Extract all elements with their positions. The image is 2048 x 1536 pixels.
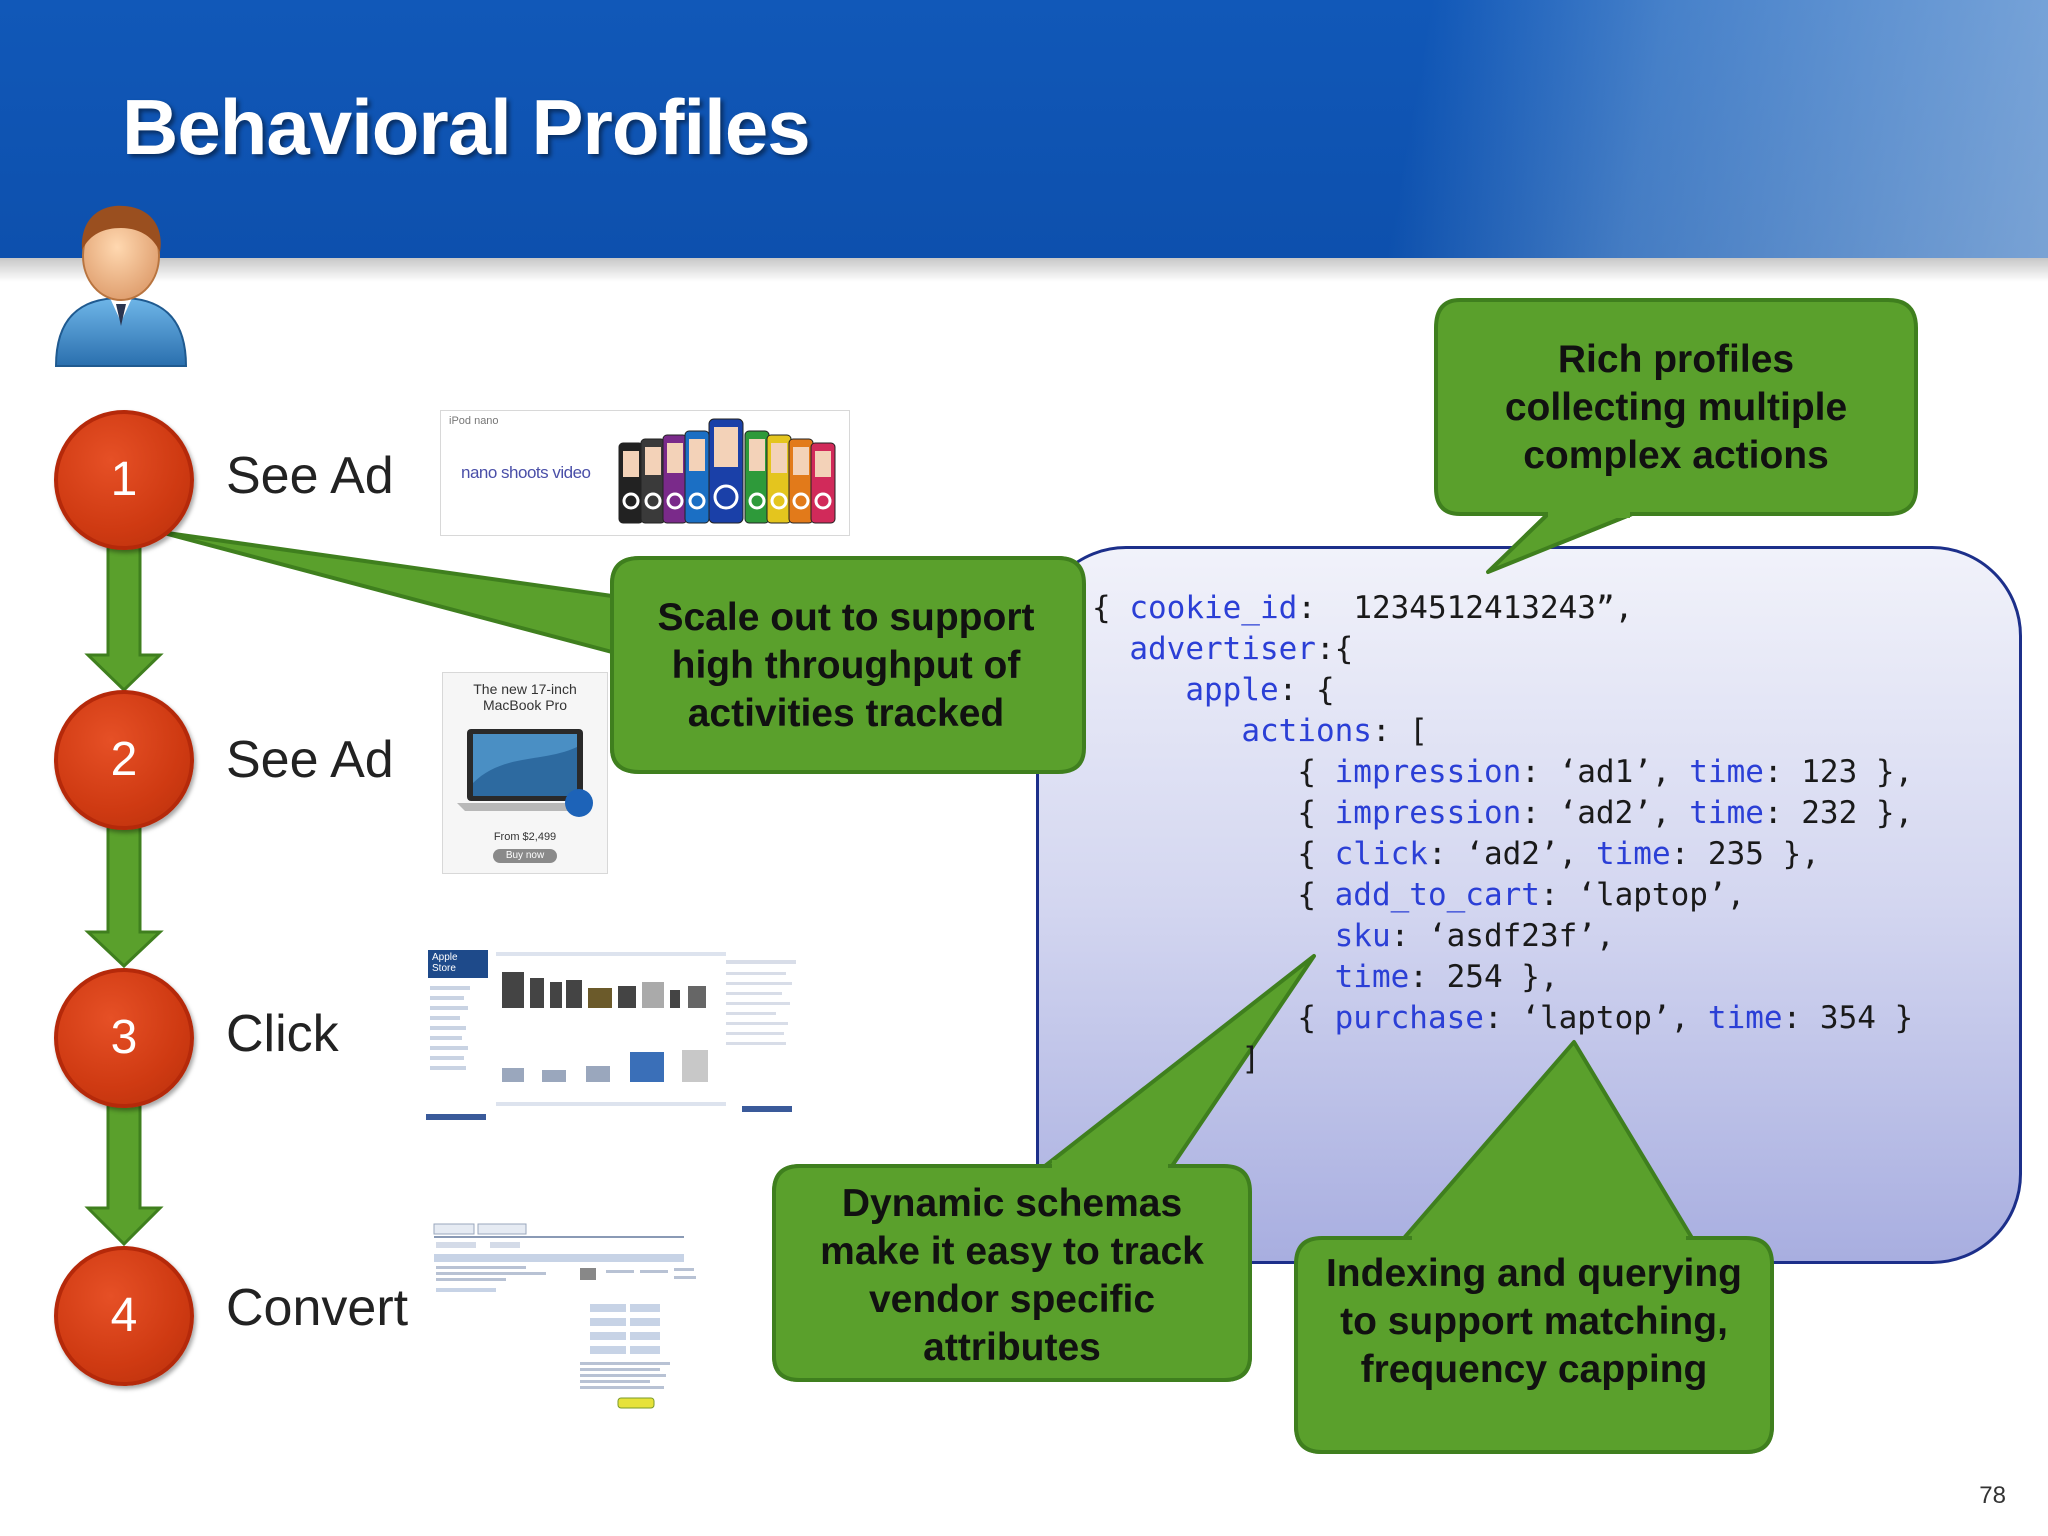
checkout-page-content-image bbox=[433, 1223, 696, 1409]
macbook-pro-ad-thumbnail: The new 17-inch MacBook Pro From $2,499 … bbox=[442, 672, 608, 874]
step-1-circle: 1 bbox=[54, 410, 194, 550]
page-number: 78 bbox=[1979, 1482, 2006, 1509]
user-avatar-icon bbox=[54, 205, 188, 367]
macbook-ad-line2: MacBook Pro bbox=[482, 697, 568, 713]
title-bar-shadow bbox=[0, 258, 2048, 282]
checkout-page-thumbnail bbox=[430, 1220, 710, 1420]
callout-scale-out: Scale out to support high throughput of … bbox=[657, 596, 1035, 735]
ipod-nano-ad-thumbnail: iPod nano nano shoots video bbox=[440, 410, 850, 536]
macbook-ad-buy-button: Buy now bbox=[493, 849, 557, 863]
apple-store-page-thumbnail: Apple Store bbox=[426, 946, 802, 1130]
callout-dynamic-schemas: Dynamic schemas make it easy to track ve… bbox=[820, 1182, 1204, 1369]
macbook-ad-price: From $2,499 bbox=[493, 831, 557, 843]
title-bar bbox=[0, 0, 2048, 258]
store-page-content-image bbox=[426, 952, 796, 1120]
callout-indexing: Indexing and querying to support matchin… bbox=[1325, 1252, 1743, 1391]
macbook-ad-line1: The new 17-inch bbox=[473, 681, 577, 697]
callout-rich-profiles: Rich profiles collecting multiple comple… bbox=[1504, 338, 1848, 477]
step-2-circle: 2 bbox=[54, 690, 194, 830]
step-1-label: See Ad bbox=[226, 447, 394, 505]
store-header-label: Apple Store bbox=[428, 950, 488, 978]
step-4-circle: 4 bbox=[54, 1246, 194, 1386]
ipod-brand-text: iPod nano bbox=[449, 415, 499, 427]
step-2-label: See Ad bbox=[226, 731, 394, 789]
macbook-laptop-image bbox=[457, 729, 593, 817]
slide-title: Behavioral Profiles bbox=[122, 83, 811, 171]
step-3-label: Click bbox=[226, 1005, 339, 1063]
step-4-label: Convert bbox=[226, 1279, 409, 1337]
json-code-block: { cookie_id: 1234512413243”, advertiser:… bbox=[1092, 590, 1914, 1077]
title-bar-sheen bbox=[1148, 0, 2048, 258]
ipod-devices-image bbox=[618, 418, 836, 524]
ipod-tagline-text: nano shoots video bbox=[461, 463, 591, 482]
step-3-circle: 3 bbox=[54, 968, 194, 1108]
step-connector-arrows bbox=[84, 541, 164, 1247]
